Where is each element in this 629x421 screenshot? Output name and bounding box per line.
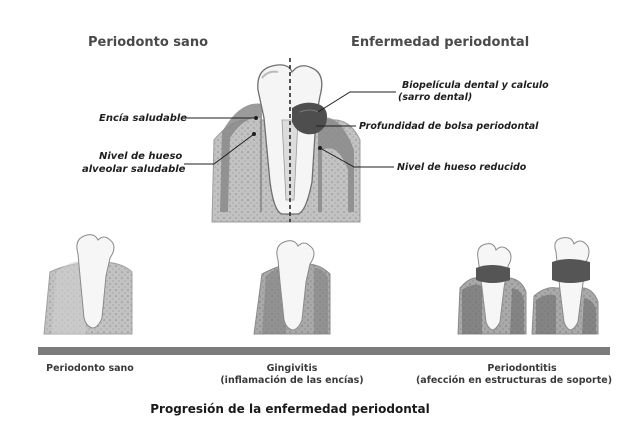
header-healthy: Periodonto sano	[88, 35, 208, 50]
label-biofilm-2: (sarro dental)	[398, 92, 472, 103]
leader-dot-gum	[254, 116, 258, 120]
label-healthy-gum: Encía saludable	[99, 112, 187, 124]
leader-reduced-bone	[319, 147, 394, 168]
label-healthy-bone-1: Nivel de hueso	[99, 151, 182, 162]
caption-periodontitis: Periodontitis	[487, 363, 557, 374]
leader-healthy-bone	[184, 133, 255, 165]
label-healthy-bone-2: alveolar saludable	[82, 164, 186, 175]
stage-gingivitis-illustration	[253, 240, 331, 335]
footer-title: Progresión de la enfermedad periodontal	[150, 402, 430, 416]
leader-dot-reduced	[318, 146, 322, 150]
label-pocket-depth: Profundidad de bolsa periodontal	[359, 121, 539, 132]
caption-gingivitis: Gingivitis	[267, 363, 318, 374]
progression-bar	[38, 347, 610, 355]
calculus-deposit	[292, 102, 327, 135]
header-disease: Enfermedad periodontal	[351, 35, 529, 50]
caption-healthy: Periodonto sano	[46, 363, 134, 374]
caption-gingivitis-sub: (inflamación de las encías)	[220, 375, 363, 386]
label-biofilm-1: Biopelícula dental y calculo	[402, 80, 549, 91]
caption-periodontitis-sub: (afección en estructuras de soporte)	[416, 375, 612, 386]
leader-dot-bone	[252, 132, 256, 136]
stage-healthy-illustration	[43, 234, 133, 335]
leader-biofilm	[317, 91, 396, 113]
label-reduced-bone: Nivel de hueso reducido	[397, 162, 527, 173]
stage-periodontitis-illustration	[457, 237, 599, 335]
main-tooth-illustration	[211, 58, 361, 223]
